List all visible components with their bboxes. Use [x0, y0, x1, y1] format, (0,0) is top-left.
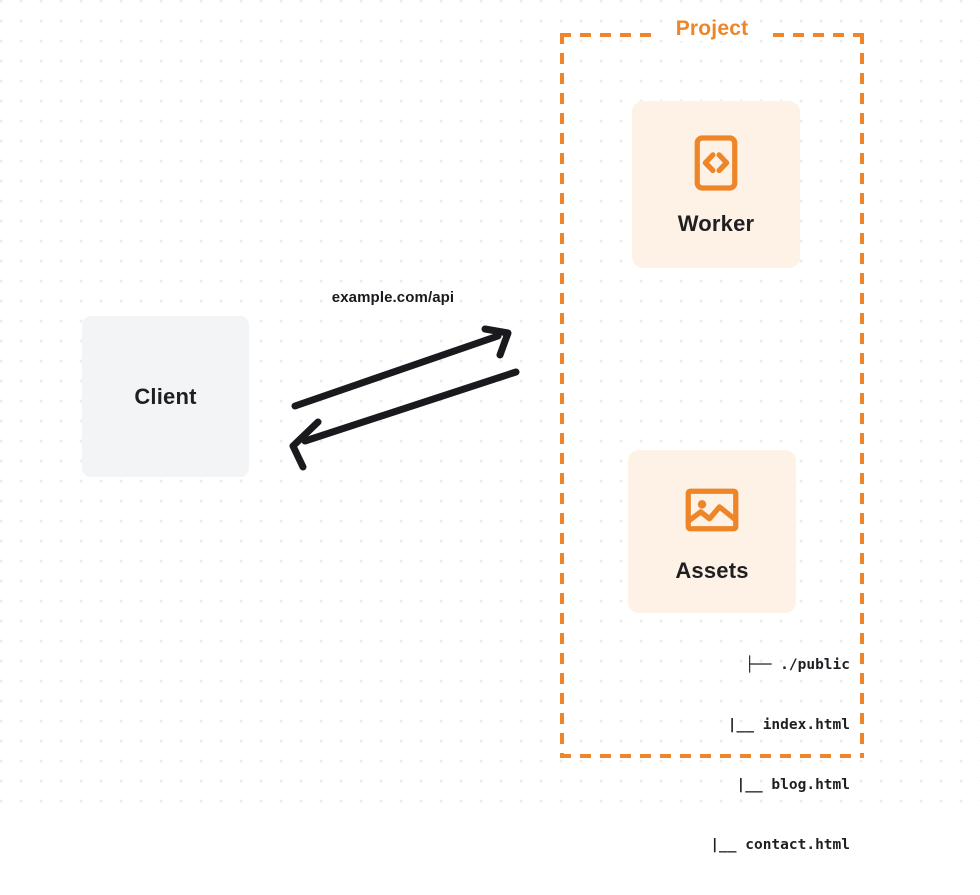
project-border-left	[560, 33, 564, 758]
worker-card-label: Worker	[677, 210, 755, 236]
project-border-top-right	[764, 33, 864, 37]
worker-card[interactable]: Worker	[632, 101, 800, 268]
project-border-top-left	[560, 33, 660, 37]
image-icon	[685, 488, 739, 531]
client-node[interactable]: Client	[82, 316, 249, 477]
project-border-bottom	[560, 754, 864, 758]
file-tree-row: |__ index.html	[727, 717, 850, 733]
client-label: Client	[134, 383, 197, 409]
code-brackets-icon	[694, 134, 738, 191]
request-arrow	[291, 325, 512, 410]
project-border-right	[860, 33, 864, 758]
file-tree-row: |__ contact.html	[710, 837, 850, 853]
file-tree-row: |__ blog.html	[736, 777, 851, 793]
diagram-canvas: Client example.com/api Project	[0, 0, 980, 853]
assets-card-label: Assets	[675, 557, 749, 583]
assets-card[interactable]: Assets	[628, 450, 796, 613]
response-arrow	[289, 368, 520, 471]
project-container: Project Worker Assets ├── ./public |__ i…	[560, 17, 864, 853]
connection-label: example.com/api	[331, 289, 455, 306]
file-tree-row: ├── ./public	[745, 657, 850, 673]
project-title: Project	[668, 17, 756, 41]
assets-file-tree: ├── ./public |__ index.html |__ blog.htm…	[600, 615, 850, 895]
